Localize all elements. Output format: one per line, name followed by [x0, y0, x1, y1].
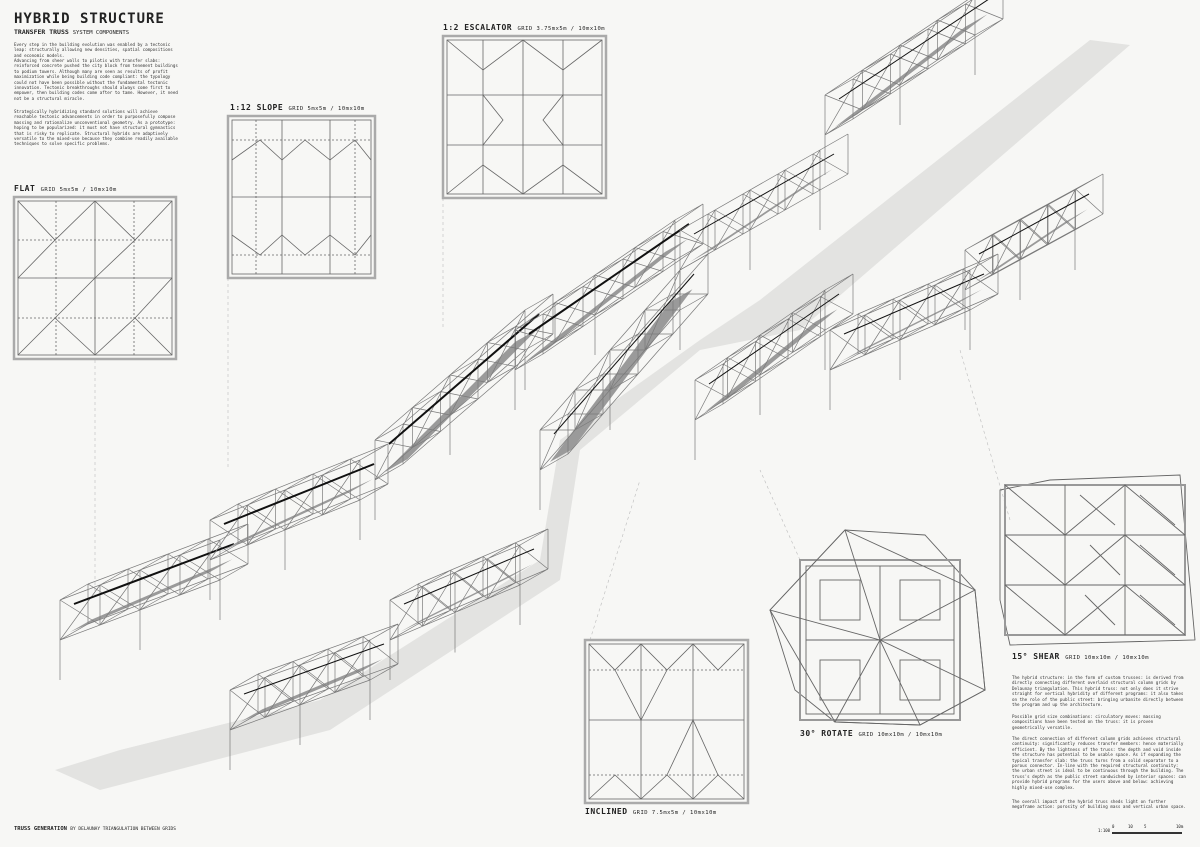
truss-module: [389, 528, 549, 680]
right-paragraph-3: The direct connection of different colum…: [1012, 736, 1186, 790]
slope-grid: GRID 5mx5m / 10mx10m: [288, 106, 365, 112]
floor-slab: [550, 289, 693, 462]
footer-main: TRUSS GENERATION: [14, 826, 67, 832]
scale-ratio: 1:100: [1098, 828, 1111, 833]
truss-frame: [374, 293, 554, 520]
truss-frame: [824, 0, 1004, 175]
plan-flat: [12, 195, 178, 361]
truss-module: [679, 133, 849, 310]
escalator-title: 1:2 ESCALATOR: [443, 23, 513, 32]
shear-title: 15° SHEAR: [1012, 652, 1060, 661]
plan-rotate: [769, 529, 986, 726]
intro-paragraph-3: Strategically hybridizing standard solut…: [14, 109, 178, 147]
truss-frame: [964, 173, 1104, 330]
rotate-title: 30° ROTATE: [800, 729, 854, 738]
truss-module: [514, 203, 704, 410]
footer-caption: TRUSS GENERATION BY DELAUNAY TRIANGULATI…: [14, 826, 176, 832]
truss-module: [229, 623, 399, 770]
handrail-line: [693, 153, 835, 235]
shear-grid: GRID 10mx10m / 10mx10m: [1065, 655, 1150, 661]
truss-module: [694, 273, 854, 460]
handrail-line: [553, 273, 695, 435]
flat-grid: GRID 5mx5m / 10mx10m: [40, 187, 117, 193]
guide-lines: [94, 198, 1011, 641]
handrail-line: [838, 0, 989, 100]
floor-slab: [835, 14, 988, 128]
handrail-line: [388, 313, 540, 445]
plan-slope: [226, 114, 377, 280]
truss-module: [209, 443, 389, 600]
truss-modules: [59, 0, 1104, 770]
handrail-line: [223, 463, 375, 525]
subtitle-main: TRANSFER TRUSS: [14, 28, 69, 36]
intro-paragraph-2: Advancing from sheer walls to pilotis wi…: [14, 58, 178, 101]
scale-line: [1112, 832, 1182, 834]
intro-paragraph-1: Every step in the building evolution was…: [14, 42, 173, 58]
right-paragraph-4: The overall impact of the hybrid truss s…: [1012, 799, 1186, 810]
handrail-line: [708, 293, 840, 385]
right-paragraph-1: The hybrid structure: in the form of cus…: [1012, 675, 1184, 708]
inclined-label: INCLINED GRID 7.5mx5m / 10mx10m: [585, 807, 717, 816]
floor-slab: [705, 309, 838, 412]
rotate-grid: GRID 10mx10m / 10mx10m: [858, 732, 943, 738]
inclined-title: INCLINED: [585, 807, 628, 816]
flat-label: FLAT GRID 5mx5m / 10mx10m: [14, 184, 117, 193]
right-paragraph-2: Possible grid size combinations: circula…: [1012, 714, 1161, 730]
truss-frame: [209, 443, 389, 600]
plan-inclined: [583, 638, 750, 805]
floor-slab: [975, 209, 1088, 282]
truss-frame: [829, 253, 999, 410]
footer-sub: BY DELAUNAY TRIANGULATION BETWEEN GRIDS: [70, 827, 176, 832]
floor-slab: [400, 564, 533, 632]
truss-frame: [679, 133, 849, 310]
plan-shear: [999, 474, 1196, 646]
slope-label: 1:12 SLOPE GRID 5mx5m / 10mx10m: [230, 103, 365, 112]
floor-slab: [70, 559, 233, 632]
handrail-line: [978, 193, 1090, 255]
rotate-label: 30° ROTATE GRID 10mx10m / 10mx10m: [800, 729, 942, 738]
flat-title: FLAT: [14, 184, 36, 193]
scale-tick-0: 0: [1112, 824, 1115, 829]
scale-tick-3: 10m: [1176, 824, 1184, 829]
public-street-ribbon: [55, 40, 1130, 790]
handrail-line: [843, 273, 985, 335]
floor-slab: [840, 289, 983, 362]
inclined-grid: GRID 7.5mx5m / 10mx10m: [632, 810, 717, 816]
truss-frame: [59, 523, 249, 680]
escalator-grid: GRID 3.75mx5m / 10mx10m: [517, 26, 606, 32]
scale-tick-1: 10: [1128, 824, 1133, 829]
subtitle-small: SYSTEM COMPONENTS: [72, 30, 130, 36]
truss-frame: [514, 203, 704, 410]
truss-module: [59, 523, 249, 680]
floor-slab: [525, 239, 688, 362]
plan-escalator: [441, 34, 608, 200]
escalator-label: 1:2 ESCALATOR GRID 3.75mx5m / 10mx10m: [443, 23, 605, 32]
slope-title: 1:12 SLOPE: [230, 103, 284, 112]
page-title: HYBRID STRUCTURE: [14, 11, 165, 27]
truss-frame: [229, 623, 399, 770]
shear-label: 15° SHEAR GRID 10mx10m / 10mx10m: [1012, 652, 1149, 661]
page-subtitle: TRANSFER TRUSS SYSTEM COMPONENTS: [14, 28, 129, 36]
truss-module: [824, 0, 1004, 175]
truss-module: [829, 253, 999, 410]
truss-frame: [694, 273, 854, 460]
floor-slab: [690, 169, 833, 262]
handrail-line: [528, 223, 690, 335]
handrail-line: [403, 548, 535, 605]
truss-module: [539, 253, 709, 510]
truss-module: [374, 293, 554, 520]
truss-frame: [389, 528, 549, 680]
handrail-line: [73, 543, 235, 605]
truss-module: [964, 173, 1104, 330]
scale-tick-2: 5: [1144, 824, 1147, 829]
handrail-line: [243, 643, 385, 695]
floor-slab: [385, 329, 538, 472]
